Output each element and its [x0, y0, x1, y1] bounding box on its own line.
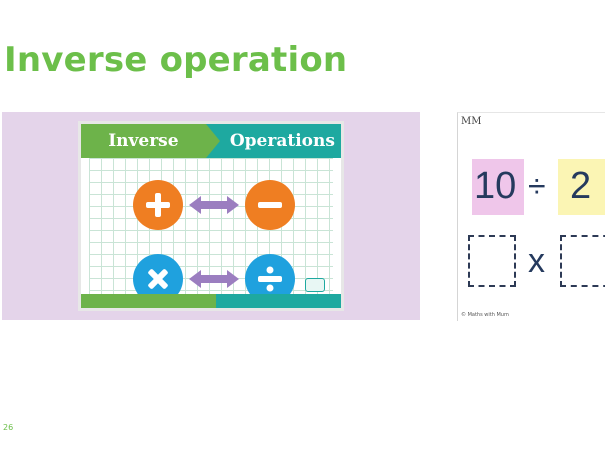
- division-worksheet-image: MM 10 ÷ 2 x © Maths with Mum: [457, 112, 605, 321]
- slide-number: 26: [3, 423, 14, 432]
- slide-title: Inverse operation: [4, 40, 348, 80]
- inverse-operations-image: Operations Inverse: [2, 112, 420, 320]
- divisor-highlight: [558, 159, 605, 215]
- brand-logo-icon: [305, 278, 325, 292]
- inverse-operations-poster: Operations Inverse: [78, 121, 344, 311]
- maths-with-mum-logo: MM: [461, 116, 482, 127]
- dividend-value: 10: [474, 165, 517, 207]
- minus-icon: [245, 180, 295, 230]
- poster-right-tab: Operations: [205, 124, 341, 158]
- plus-icon: [133, 180, 183, 230]
- double-arrow-icon: [189, 196, 239, 214]
- poster-left-tab-label: Inverse: [108, 131, 179, 151]
- blank-answer-box: [468, 235, 516, 287]
- poster-footer: [81, 294, 341, 308]
- poster-grid: [89, 158, 333, 294]
- copyright-text: © Maths with Mum: [461, 312, 509, 318]
- poster-right-tab-label: Operations: [229, 131, 335, 151]
- dividend-highlight: [472, 159, 524, 215]
- divide-sign: ÷: [528, 168, 546, 204]
- double-arrow-icon: [189, 270, 239, 288]
- times-sign: x: [528, 242, 545, 280]
- divisor-value: 2: [570, 165, 592, 207]
- poster-left-tab: Inverse: [81, 124, 220, 158]
- blank-answer-box: [560, 235, 605, 287]
- poster-header: Operations Inverse: [81, 124, 341, 158]
